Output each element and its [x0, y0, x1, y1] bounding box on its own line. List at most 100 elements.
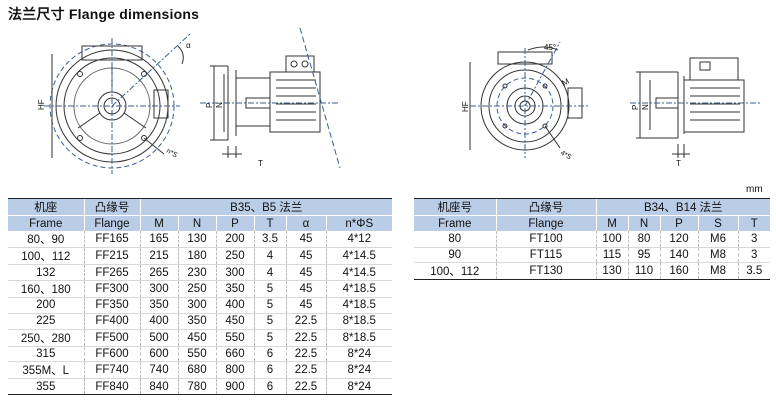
label-m: M [561, 76, 572, 87]
label-p-2: P [631, 105, 640, 110]
table-cell: 5 [253, 329, 286, 347]
header-flange-en: Flange [495, 215, 596, 232]
table-cell: 230 [177, 264, 216, 282]
table-cell: FF400 [83, 313, 140, 330]
table-cell: 22.5 [285, 361, 326, 380]
table-cell: 45 [285, 297, 326, 314]
table-cell: FF300 [83, 280, 140, 299]
table-cell: 225 [8, 313, 84, 330]
table-cell: 110 [627, 262, 660, 281]
table-cell: 3 [737, 247, 770, 264]
table-cell: 100、112 [414, 262, 496, 281]
table-cell: 780 [177, 378, 216, 396]
table-cell: 4*14.5 [325, 264, 393, 282]
table-cell: 680 [177, 361, 216, 380]
table-cell: 250 [177, 280, 216, 299]
header-col: N [177, 215, 216, 232]
label-n-2: N [641, 104, 650, 110]
table-cell: M6 [697, 231, 738, 248]
table-cell: 3 [737, 231, 770, 248]
table-cell: 140 [659, 247, 698, 264]
table-cell: FF740 [83, 361, 140, 380]
table-cell: 22.5 [285, 346, 326, 363]
header-flange-cn: 凸缘号 [495, 198, 596, 216]
table-cell: 4 [253, 264, 286, 282]
table-cell: 80 [627, 231, 660, 248]
header-col: P [215, 215, 254, 232]
table-cell: 215 [139, 247, 178, 266]
table-cell: 45 [285, 280, 326, 299]
table-cell: 400 [215, 297, 254, 314]
b5-side-view [200, 28, 341, 169]
table-cell: 120 [659, 231, 698, 248]
table-cell: 315 [8, 346, 84, 363]
table-cell: FF350 [83, 297, 140, 314]
header-col: M [139, 215, 178, 232]
header-frame-en: Frame [414, 215, 496, 232]
table-cell: 740 [139, 361, 178, 380]
header-col: M [595, 215, 628, 232]
header-col: P [659, 215, 698, 232]
table-cell: 840 [139, 378, 178, 396]
table-cell: 800 [215, 361, 254, 380]
header-flange-cn: 凸缘号 [83, 198, 140, 216]
header-frame-cn: 机座 [8, 198, 84, 216]
table-cell: 350 [139, 297, 178, 314]
header-flange-en: Flange [83, 215, 140, 232]
b14-front-view [469, 41, 590, 158]
table-cell: 450 [215, 313, 254, 330]
b14-side-view [630, 57, 760, 158]
label-t-2: T [676, 159, 681, 168]
table-cell: 4*14.5 [325, 247, 393, 266]
table-cell: 8*24 [325, 378, 393, 396]
header-col: S [697, 215, 738, 232]
label-alpha: α [186, 41, 191, 50]
table-cell: 300 [139, 280, 178, 299]
table-cell: 8*18.5 [325, 329, 393, 347]
label-n: N [215, 102, 224, 108]
table-cell: FT130 [495, 262, 596, 281]
table-cell: FT100 [495, 231, 596, 248]
header-col: N [627, 215, 660, 232]
table-cell: 355M、L [8, 361, 84, 380]
table-cell: 450 [177, 329, 216, 347]
label-p: P [205, 103, 214, 108]
table-cell: 200 [215, 231, 254, 249]
header-group: B35、B5 法兰 [139, 198, 393, 216]
table-cell: FF165 [83, 231, 140, 249]
table-cell: 6 [253, 346, 286, 363]
table-cell: 5 [253, 280, 286, 299]
table-cell: 8*24 [325, 361, 393, 380]
header-frame-cn: 机座号 [414, 198, 496, 216]
table-cell: 265 [139, 264, 178, 282]
table-cell: 115 [595, 247, 628, 264]
table-cell: M8 [697, 247, 738, 264]
table-cell: 95 [627, 247, 660, 264]
label-hf: HF [37, 99, 46, 110]
table-cell: FF500 [83, 329, 140, 347]
table-cell: 5 [253, 313, 286, 330]
table-cell: 3.5 [737, 262, 770, 281]
table-cell: 8*18.5 [325, 313, 393, 330]
table-cell: 22.5 [285, 313, 326, 330]
label-hf-2: HF [461, 101, 470, 112]
table-cell: 6 [253, 361, 286, 380]
table-cell: FT115 [495, 247, 596, 264]
table-cell: 6 [253, 378, 286, 396]
table-cell: 8*24 [325, 346, 393, 363]
header-frame-en: Frame [8, 215, 84, 232]
table-cell: 165 [139, 231, 178, 249]
table-cell: 250、280 [8, 329, 84, 347]
table-cell: FF215 [83, 247, 140, 266]
header-col: n*ΦS [325, 215, 393, 232]
table-cell: 80、90 [8, 231, 84, 249]
